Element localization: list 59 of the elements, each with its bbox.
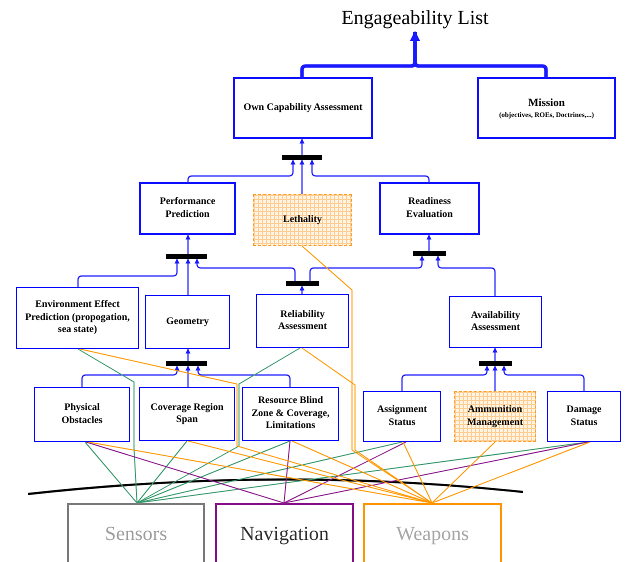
arrow bbox=[492, 366, 498, 391]
process-box: Coverage Region Span bbox=[139, 387, 235, 441]
arrow bbox=[300, 138, 304, 155]
junction-bar bbox=[166, 361, 207, 366]
connector-line bbox=[284, 440, 290, 504]
process-box: Own Capability Assessment bbox=[233, 77, 373, 139]
title-text: Engageability List bbox=[335, 4, 495, 32]
junction-bar bbox=[282, 155, 322, 160]
connector-line bbox=[402, 442, 432, 504]
connector-line bbox=[432, 442, 590, 504]
arrow bbox=[502, 366, 585, 391]
connector-line bbox=[432, 442, 496, 504]
connector-line bbox=[284, 442, 588, 504]
connector-line bbox=[136, 348, 300, 504]
connector-line bbox=[292, 440, 432, 504]
arrow bbox=[300, 286, 304, 294]
process-box: Performance Prediction bbox=[139, 182, 236, 235]
arrow bbox=[410, 31, 548, 77]
connector-line bbox=[78, 348, 138, 504]
junction-bar bbox=[413, 251, 446, 256]
arrow bbox=[186, 348, 190, 361]
arrow bbox=[186, 234, 190, 254]
junction-bar bbox=[166, 254, 207, 259]
junction-bar bbox=[286, 281, 319, 286]
arrow bbox=[194, 258, 296, 281]
arrow bbox=[401, 366, 490, 391]
connector-line bbox=[284, 442, 406, 504]
connector-line bbox=[86, 442, 284, 504]
process-box: Physical Obstacles bbox=[34, 387, 130, 442]
connector-line bbox=[136, 440, 188, 504]
process-box: Availability Assessment bbox=[449, 296, 542, 348]
process-box bbox=[477, 77, 616, 139]
arrow bbox=[186, 258, 190, 295]
process-box: Geometry bbox=[145, 295, 230, 349]
arrow bbox=[492, 348, 498, 361]
process-box: Assignment Status bbox=[363, 391, 441, 442]
arrow bbox=[436, 256, 496, 296]
process-box: Damage Status bbox=[547, 391, 621, 442]
connector-line bbox=[84, 442, 138, 504]
connector-line bbox=[136, 440, 290, 504]
process-box: Resource Blind Zone & Coverage, Limitations bbox=[242, 387, 339, 441]
arrow bbox=[77, 258, 180, 287]
arrow bbox=[310, 160, 430, 182]
system-box: Sensors bbox=[67, 503, 205, 562]
process-box: Reliability Assessment bbox=[256, 294, 349, 348]
box-heading: Mission bbox=[528, 96, 565, 110]
arrow bbox=[426, 234, 432, 251]
process-box: Lethality bbox=[253, 194, 352, 246]
arrow bbox=[300, 160, 304, 194]
arrow bbox=[186, 366, 190, 387]
arrow bbox=[187, 160, 296, 182]
process-box: Environment Effect Prediction (propogation, sea state) bbox=[16, 287, 139, 349]
junction-bar bbox=[479, 361, 512, 366]
connector-line bbox=[302, 348, 432, 504]
process-box: Ammunition Management bbox=[454, 391, 536, 442]
arrow bbox=[309, 256, 424, 281]
system-box: Navigation bbox=[215, 503, 354, 562]
system-box: Weapons bbox=[363, 503, 502, 562]
process-box: Readiness Evaluation bbox=[379, 182, 480, 235]
